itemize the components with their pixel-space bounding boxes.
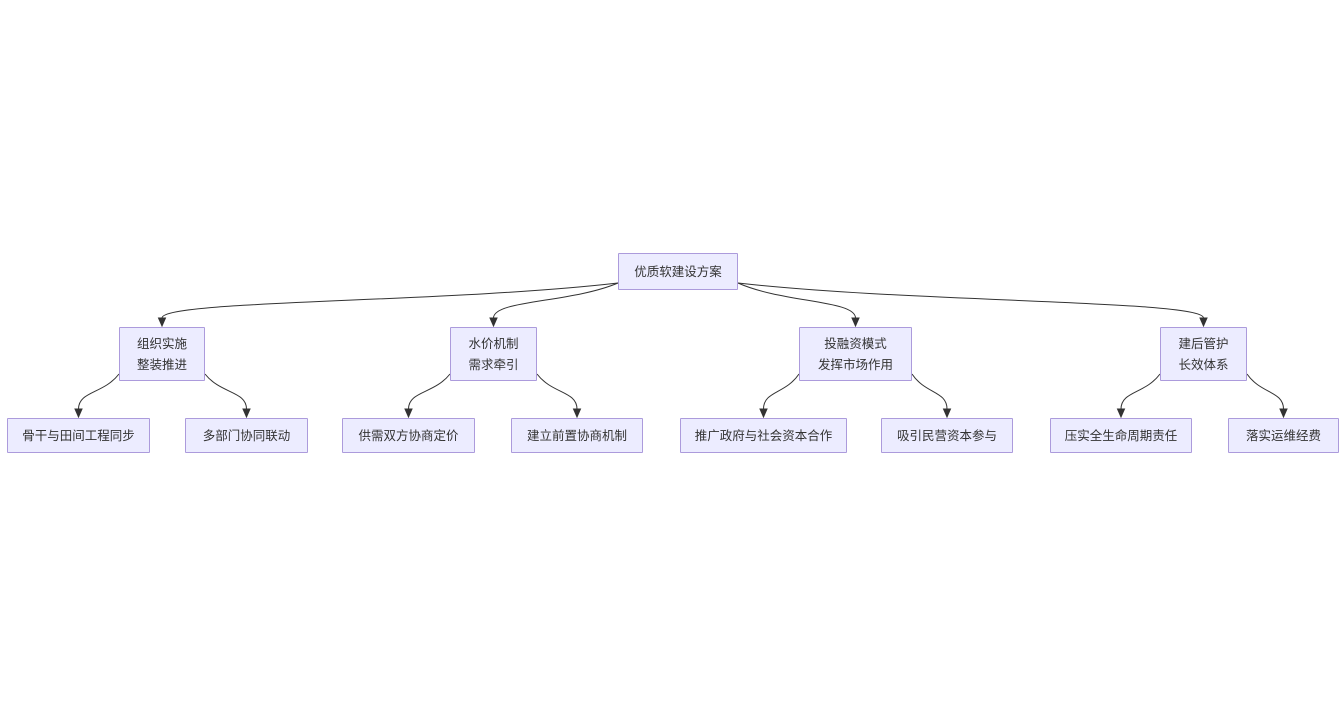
flowchart-node-n2: 水价机制需求牵引 <box>450 327 537 381</box>
node-label-line: 多部门协同联动 <box>202 428 291 443</box>
node-label-line: 骨干与田间工程同步 <box>22 428 135 443</box>
flowchart-node-l4: 建立前置协商机制 <box>511 418 643 453</box>
node-label-line: 优质软建设方案 <box>634 264 722 279</box>
node-label-line: 整装推进 <box>136 357 187 372</box>
node-label-line: 水价机制 <box>468 336 519 351</box>
node-label-line: 建后管护 <box>1178 336 1229 351</box>
node-label-line: 投融资模式 <box>824 336 887 351</box>
flowchart-node-l3: 供需双方协商定价 <box>342 418 475 453</box>
flowchart-node-l6: 吸引民营资本参与 <box>881 418 1013 453</box>
arrowhead-root-n4 <box>1199 317 1208 328</box>
edge-n2-l4 <box>536 373 578 410</box>
edge-root-n4 <box>737 282 1204 319</box>
arrowhead-root-n2 <box>489 317 498 328</box>
node-label-line: 吸引民营资本参与 <box>896 428 997 443</box>
flowchart-node-l5: 推广政府与社会资本合作 <box>680 418 847 453</box>
arrowhead-n1-l2 <box>242 408 251 419</box>
edge-n3-l5 <box>763 373 800 410</box>
arrowhead-n4-l7 <box>1116 408 1126 419</box>
arrowhead-n2-l4 <box>572 408 582 419</box>
node-label-line: 需求牵引 <box>468 357 519 372</box>
arrowhead-root-n3 <box>851 317 860 328</box>
node-label-line: 供需双方协商定价 <box>358 428 459 443</box>
edge-root-n3 <box>737 282 856 319</box>
arrowhead-n4-l8 <box>1279 408 1288 419</box>
node-label-line: 推广政府与社会资本合作 <box>694 428 833 443</box>
arrowhead-n1-l1 <box>74 408 83 419</box>
flowchart-node-root: 优质软建设方案 <box>618 253 738 290</box>
edge-root-n1 <box>161 282 619 319</box>
flowchart-node-n4: 建后管护长效体系 <box>1160 327 1247 381</box>
edge-n4-l7 <box>1120 373 1161 410</box>
flowchart-node-l2: 多部门协同联动 <box>185 418 308 453</box>
edge-root-n2 <box>493 282 619 319</box>
node-label-line: 发挥市场作用 <box>817 357 893 372</box>
edge-n2-l3 <box>408 373 451 410</box>
node-label-line: 压实全生命周期责任 <box>1064 428 1178 443</box>
node-label-line: 长效体系 <box>1178 357 1229 372</box>
flowchart-node-n3: 投融资模式发挥市场作用 <box>799 327 912 381</box>
flowchart-node-l7: 压实全生命周期责任 <box>1050 418 1192 453</box>
arrowhead-n2-l3 <box>404 408 413 419</box>
flowchart-node-l8: 落实运维经费 <box>1228 418 1339 453</box>
flowchart-node-n1: 组织实施整装推进 <box>119 327 205 381</box>
flowchart-node-l1: 骨干与田间工程同步 <box>7 418 150 453</box>
arrowhead-n3-l6 <box>942 408 952 419</box>
edge-n1-l1 <box>78 373 120 410</box>
edge-n3-l6 <box>911 373 948 410</box>
edge-n1-l2 <box>204 373 247 410</box>
arrowhead-n3-l5 <box>759 408 768 419</box>
node-label-line: 组织实施 <box>136 336 187 351</box>
node-label-line: 建立前置协商机制 <box>526 428 627 443</box>
arrowhead-root-n1 <box>157 317 167 328</box>
edge-n4-l8 <box>1246 373 1284 410</box>
node-label-line: 落实运维经费 <box>1245 428 1321 443</box>
